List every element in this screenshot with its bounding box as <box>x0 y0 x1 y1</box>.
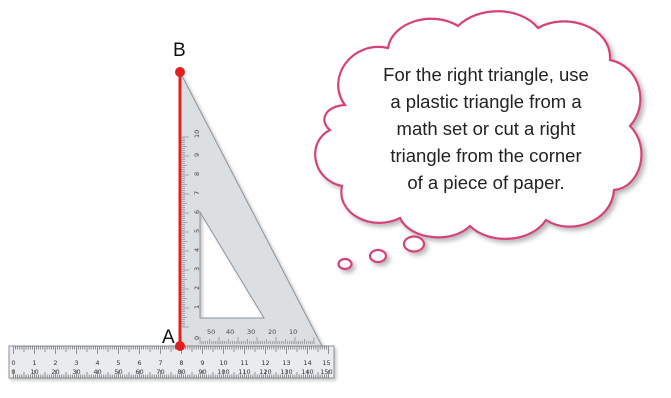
ruler-cm-label: 10 <box>219 359 227 367</box>
thought-line-2: a plastic triangle from a <box>390 91 582 112</box>
ruler-mm-label: 60 <box>135 368 143 376</box>
ruler-body <box>8 345 335 379</box>
thought-dot-small <box>337 257 353 271</box>
set-square-label: 9 <box>193 153 201 157</box>
point-a-label: A <box>162 327 175 348</box>
ruler-mm-label: 30 <box>72 368 80 376</box>
set-square-body <box>179 71 323 347</box>
thought-line-1: For the right triangle, use <box>383 64 589 85</box>
ruler-cm-label: 0 <box>11 359 15 367</box>
ruler-mm-label: 150 <box>320 368 332 376</box>
ruler-cm-label: 13 <box>282 359 290 367</box>
ruler-mm-label: 50 <box>114 368 122 376</box>
set-square-ticks <box>182 136 315 344</box>
ruler-cm-label: 7 <box>158 359 162 367</box>
point-b-label: B <box>173 40 186 61</box>
ruler-mm-label: 20 <box>51 368 59 376</box>
set-square-label: 10 <box>289 328 297 336</box>
ruler-mm-label: 110 <box>238 368 250 376</box>
ruler-mm-label: 120 <box>259 368 271 376</box>
thought-cloud <box>314 10 643 240</box>
set-square <box>179 71 323 347</box>
ruler-mm-label: 130 <box>280 368 292 376</box>
ruler <box>8 345 335 379</box>
set-square-label: 0 <box>193 336 201 340</box>
ruler-cm-label: 14 <box>303 359 311 367</box>
thought-line-5: of a piece of paper. <box>407 172 564 193</box>
ruler-cm-label: 15 <box>322 359 330 367</box>
ruler-mm-label: 90 <box>198 368 206 376</box>
ruler-mm-label: 70 <box>156 368 164 376</box>
ruler-labels: 0 1 2 3 4 5 6 7 8 9 10 11 12 13 14 15 0 … <box>11 359 332 376</box>
ruler-mm-label: 40 <box>93 368 101 376</box>
set-square-label: 20 <box>268 328 276 336</box>
ruler-cm-label: 9 <box>200 359 204 367</box>
ruler-mm-label: 100 <box>217 368 229 376</box>
ruler-mm-label: 140 <box>301 368 313 376</box>
ruler-mm-label: 10 <box>30 368 38 376</box>
point-b-marker <box>175 67 185 77</box>
thought-line-3: math set or cut a right <box>397 118 576 139</box>
set-square-label: 7 <box>193 191 201 195</box>
thought-dot-large <box>402 235 426 253</box>
set-square-label: 3 <box>193 267 201 271</box>
ruler-cm-label: 11 <box>240 359 248 367</box>
set-square-label: 1 <box>193 305 201 309</box>
ruler-cm-label: 3 <box>74 359 78 367</box>
set-square-label: 4 <box>193 248 201 252</box>
set-square-label: 30 <box>247 328 255 336</box>
ruler-mm-label: 80 <box>177 368 185 376</box>
thought-dot-medium <box>368 248 388 264</box>
thought-text: For the right triangle, use a plastic tr… <box>383 64 589 193</box>
set-square-label: 8 <box>193 172 201 176</box>
ruler-cm-label: 8 <box>179 359 183 367</box>
set-square-label: 50 <box>207 328 215 336</box>
set-square-label: 6 <box>193 210 201 214</box>
ruler-cm-label: 5 <box>116 359 120 367</box>
point-a-marker <box>175 341 185 351</box>
ruler-cm-label: 6 <box>137 359 141 367</box>
set-square-labels: 1 2 3 4 5 6 7 8 9 10 0 50 40 30 20 10 <box>193 130 297 340</box>
set-square-label: 40 <box>226 328 234 336</box>
set-square-label: 10 <box>193 130 201 138</box>
ruler-cm-label: 4 <box>95 359 99 367</box>
set-square-label: 2 <box>193 286 201 290</box>
ruler-mm-label: 0 <box>11 368 15 376</box>
ruler-cm-label: 12 <box>261 359 269 367</box>
thought-line-4: triangle from the corner <box>390 145 581 166</box>
ruler-cm-label: 1 <box>32 359 36 367</box>
ruler-cm-label: 2 <box>53 359 57 367</box>
set-square-label: 5 <box>193 229 201 233</box>
thought-bubble <box>314 10 643 271</box>
ruler-ticks <box>13 346 329 378</box>
